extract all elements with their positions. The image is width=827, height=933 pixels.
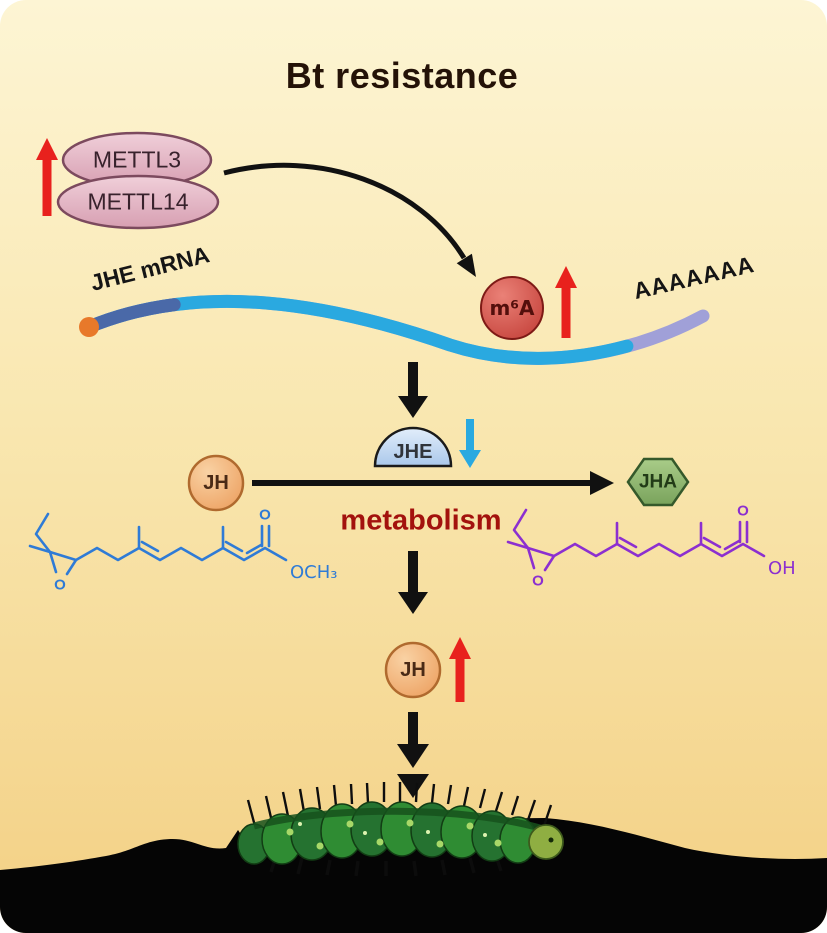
- mettl14-bubble: [56, 174, 220, 230]
- caterpillar-spots: [286, 819, 502, 850]
- double-down-arrow-icon: [397, 712, 429, 798]
- mettl-upregulation-arrow-icon: [36, 138, 58, 216]
- mettl14-label: METTL14: [87, 188, 189, 215]
- ground-silhouette: [0, 818, 827, 933]
- mrna-strand: [79, 294, 710, 365]
- methylation-curved-arrow-icon: [223, 162, 476, 277]
- down-arrow-icon-2: [398, 551, 428, 614]
- caterpillar-dots: [298, 822, 487, 837]
- caterpillar-legs: [269, 855, 503, 877]
- jh-elevated-bubble: [384, 641, 442, 699]
- mrna-body-segment: [82, 294, 710, 365]
- jha-hexagon: [626, 457, 690, 507]
- caterpillar-dorsal-stripe: [253, 807, 541, 832]
- jhe-label: JHE: [393, 441, 433, 463]
- jh-ester-group-label: OCH₃: [290, 562, 338, 583]
- m6a-increase-arrow-icon: [555, 266, 577, 338]
- jhe-enzyme-dome: [373, 426, 453, 468]
- jh-ester-structure: [28, 512, 288, 576]
- mettl3-label: METTL3: [92, 146, 182, 173]
- diagram-title: Bt resistance: [285, 55, 519, 96]
- mettl-complex: [56, 131, 220, 230]
- mrna-cap: [79, 317, 99, 337]
- m6a-mark-bubble: [480, 276, 544, 340]
- jha-acid-group-label: OH: [768, 558, 796, 579]
- caterpillar-bristles: [246, 782, 553, 831]
- caterpillar-head: [528, 824, 564, 860]
- jhe-decrease-arrow-icon: [459, 419, 481, 468]
- m6a-label: m⁶A: [489, 296, 535, 320]
- jh-bubble: [187, 454, 245, 512]
- jha-carbonyl-o-label: O: [737, 502, 749, 520]
- caterpillar-eye: [548, 837, 554, 843]
- jha-label: JHA: [638, 471, 678, 493]
- jh-epoxide-o-label: O: [54, 576, 66, 594]
- jha-epoxide-o-label: O: [532, 572, 544, 590]
- metabolism-label: metabolism: [340, 504, 502, 537]
- jh-acid-structure: [506, 508, 766, 572]
- jh-label: JH: [203, 472, 229, 494]
- jh-increase-arrow-icon: [449, 637, 471, 702]
- jh-elevated-label: JH: [400, 659, 426, 681]
- down-arrow-icon-1: [398, 362, 428, 418]
- metabolism-arrow-icon: [252, 471, 614, 495]
- caterpillar: [237, 782, 564, 877]
- jh-carbonyl-o-label: O: [259, 506, 271, 524]
